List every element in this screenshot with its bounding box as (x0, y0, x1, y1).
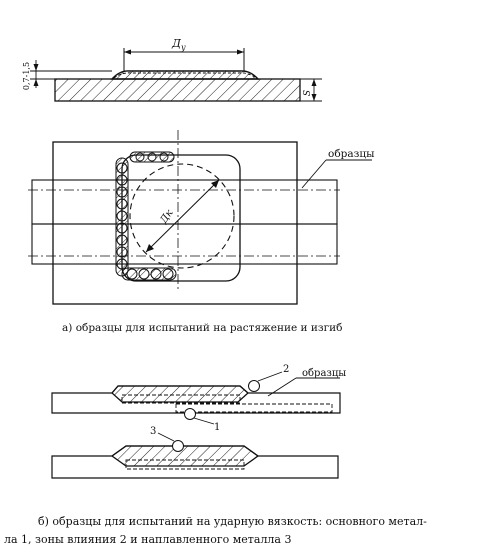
marker-circle-3 (172, 440, 184, 452)
caption-b-line1: б) образцы для испытаний на ударную вязк… (38, 515, 427, 528)
sample-strip-lower (31, 223, 338, 265)
dim-du-label: Ду (171, 37, 186, 52)
dim-s-label: S (303, 90, 313, 96)
label-samples-plan: образцы (328, 148, 374, 160)
impact-view-lower: 3 (51, 426, 339, 479)
marker-2-label: 2 (283, 364, 289, 375)
dim-thickness-label: 0,7-1,5 (22, 62, 31, 90)
impact-view-upper: 2 1 образцы (51, 364, 346, 433)
caption-a: а) образцы для испытаний на растяжение и… (62, 322, 343, 334)
label-samples-impact: образцы (302, 368, 346, 379)
base-plate-section (54, 78, 301, 102)
plan-view: Дк об (28, 130, 374, 305)
plate-outline (52, 141, 298, 305)
marker-circle-1 (184, 408, 196, 420)
impact-deposit-lower (110, 445, 260, 467)
cross-section-view: Ду 0,7-1,5 S (22, 37, 322, 102)
caption-b-line2: ла 1, зоны влияния 2 и наплавленного мет… (4, 533, 292, 546)
marker-1-label: 1 (214, 422, 220, 433)
impact-deposit-upper (111, 385, 249, 403)
marker-circle-2 (248, 380, 260, 392)
dk-circle (129, 163, 235, 269)
sample-strip-upper (31, 179, 338, 225)
marker-3-label: 3 (150, 426, 156, 437)
weld-deposit (110, 70, 260, 80)
weld-bead-plan (115, 151, 177, 281)
